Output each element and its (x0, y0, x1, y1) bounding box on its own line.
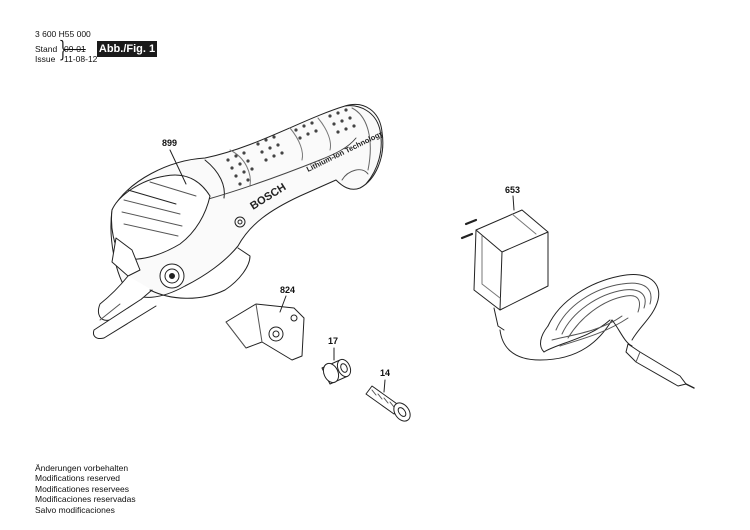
issue-date: 11-08-12 (64, 54, 98, 64)
bushing-illustration (321, 358, 352, 385)
note-line: Salvo modificaciones (35, 504, 115, 515)
leader-line-14 (383, 379, 386, 393)
note-line: Änderungen vorbehalten (35, 463, 129, 473)
note-line: Modificationes reservees (35, 483, 130, 494)
leader-line-653 (512, 195, 515, 211)
screw-illustration (365, 385, 411, 422)
note-line: Modificaciones reservadas (35, 494, 136, 505)
figure-badge: Abb./Fig. 1 (97, 41, 157, 57)
blade-illustration (225, 303, 305, 361)
part-label-17: 17 (328, 336, 339, 346)
part-label-824: 824 (280, 285, 296, 295)
part-label-14: 14 (380, 368, 391, 378)
brace-icon: } (58, 38, 68, 63)
leader-line-899 (169, 149, 187, 185)
stand-label: Stand (35, 44, 58, 54)
issue-label: Issue (35, 54, 56, 64)
charger-illustration (460, 209, 695, 389)
part-label-899: 899 (162, 138, 178, 148)
part-label-653: 653 (505, 185, 521, 195)
modification-notes: Änderungen vorbehalten Modifications res… (35, 463, 136, 515)
leader-line-824 (279, 295, 287, 313)
stand-date: 09-01 (64, 44, 86, 54)
part-number: 3 600 H55 000 (35, 29, 91, 39)
shear-body-illustration (93, 104, 384, 339)
note-line: Modifications reserved (35, 473, 121, 484)
